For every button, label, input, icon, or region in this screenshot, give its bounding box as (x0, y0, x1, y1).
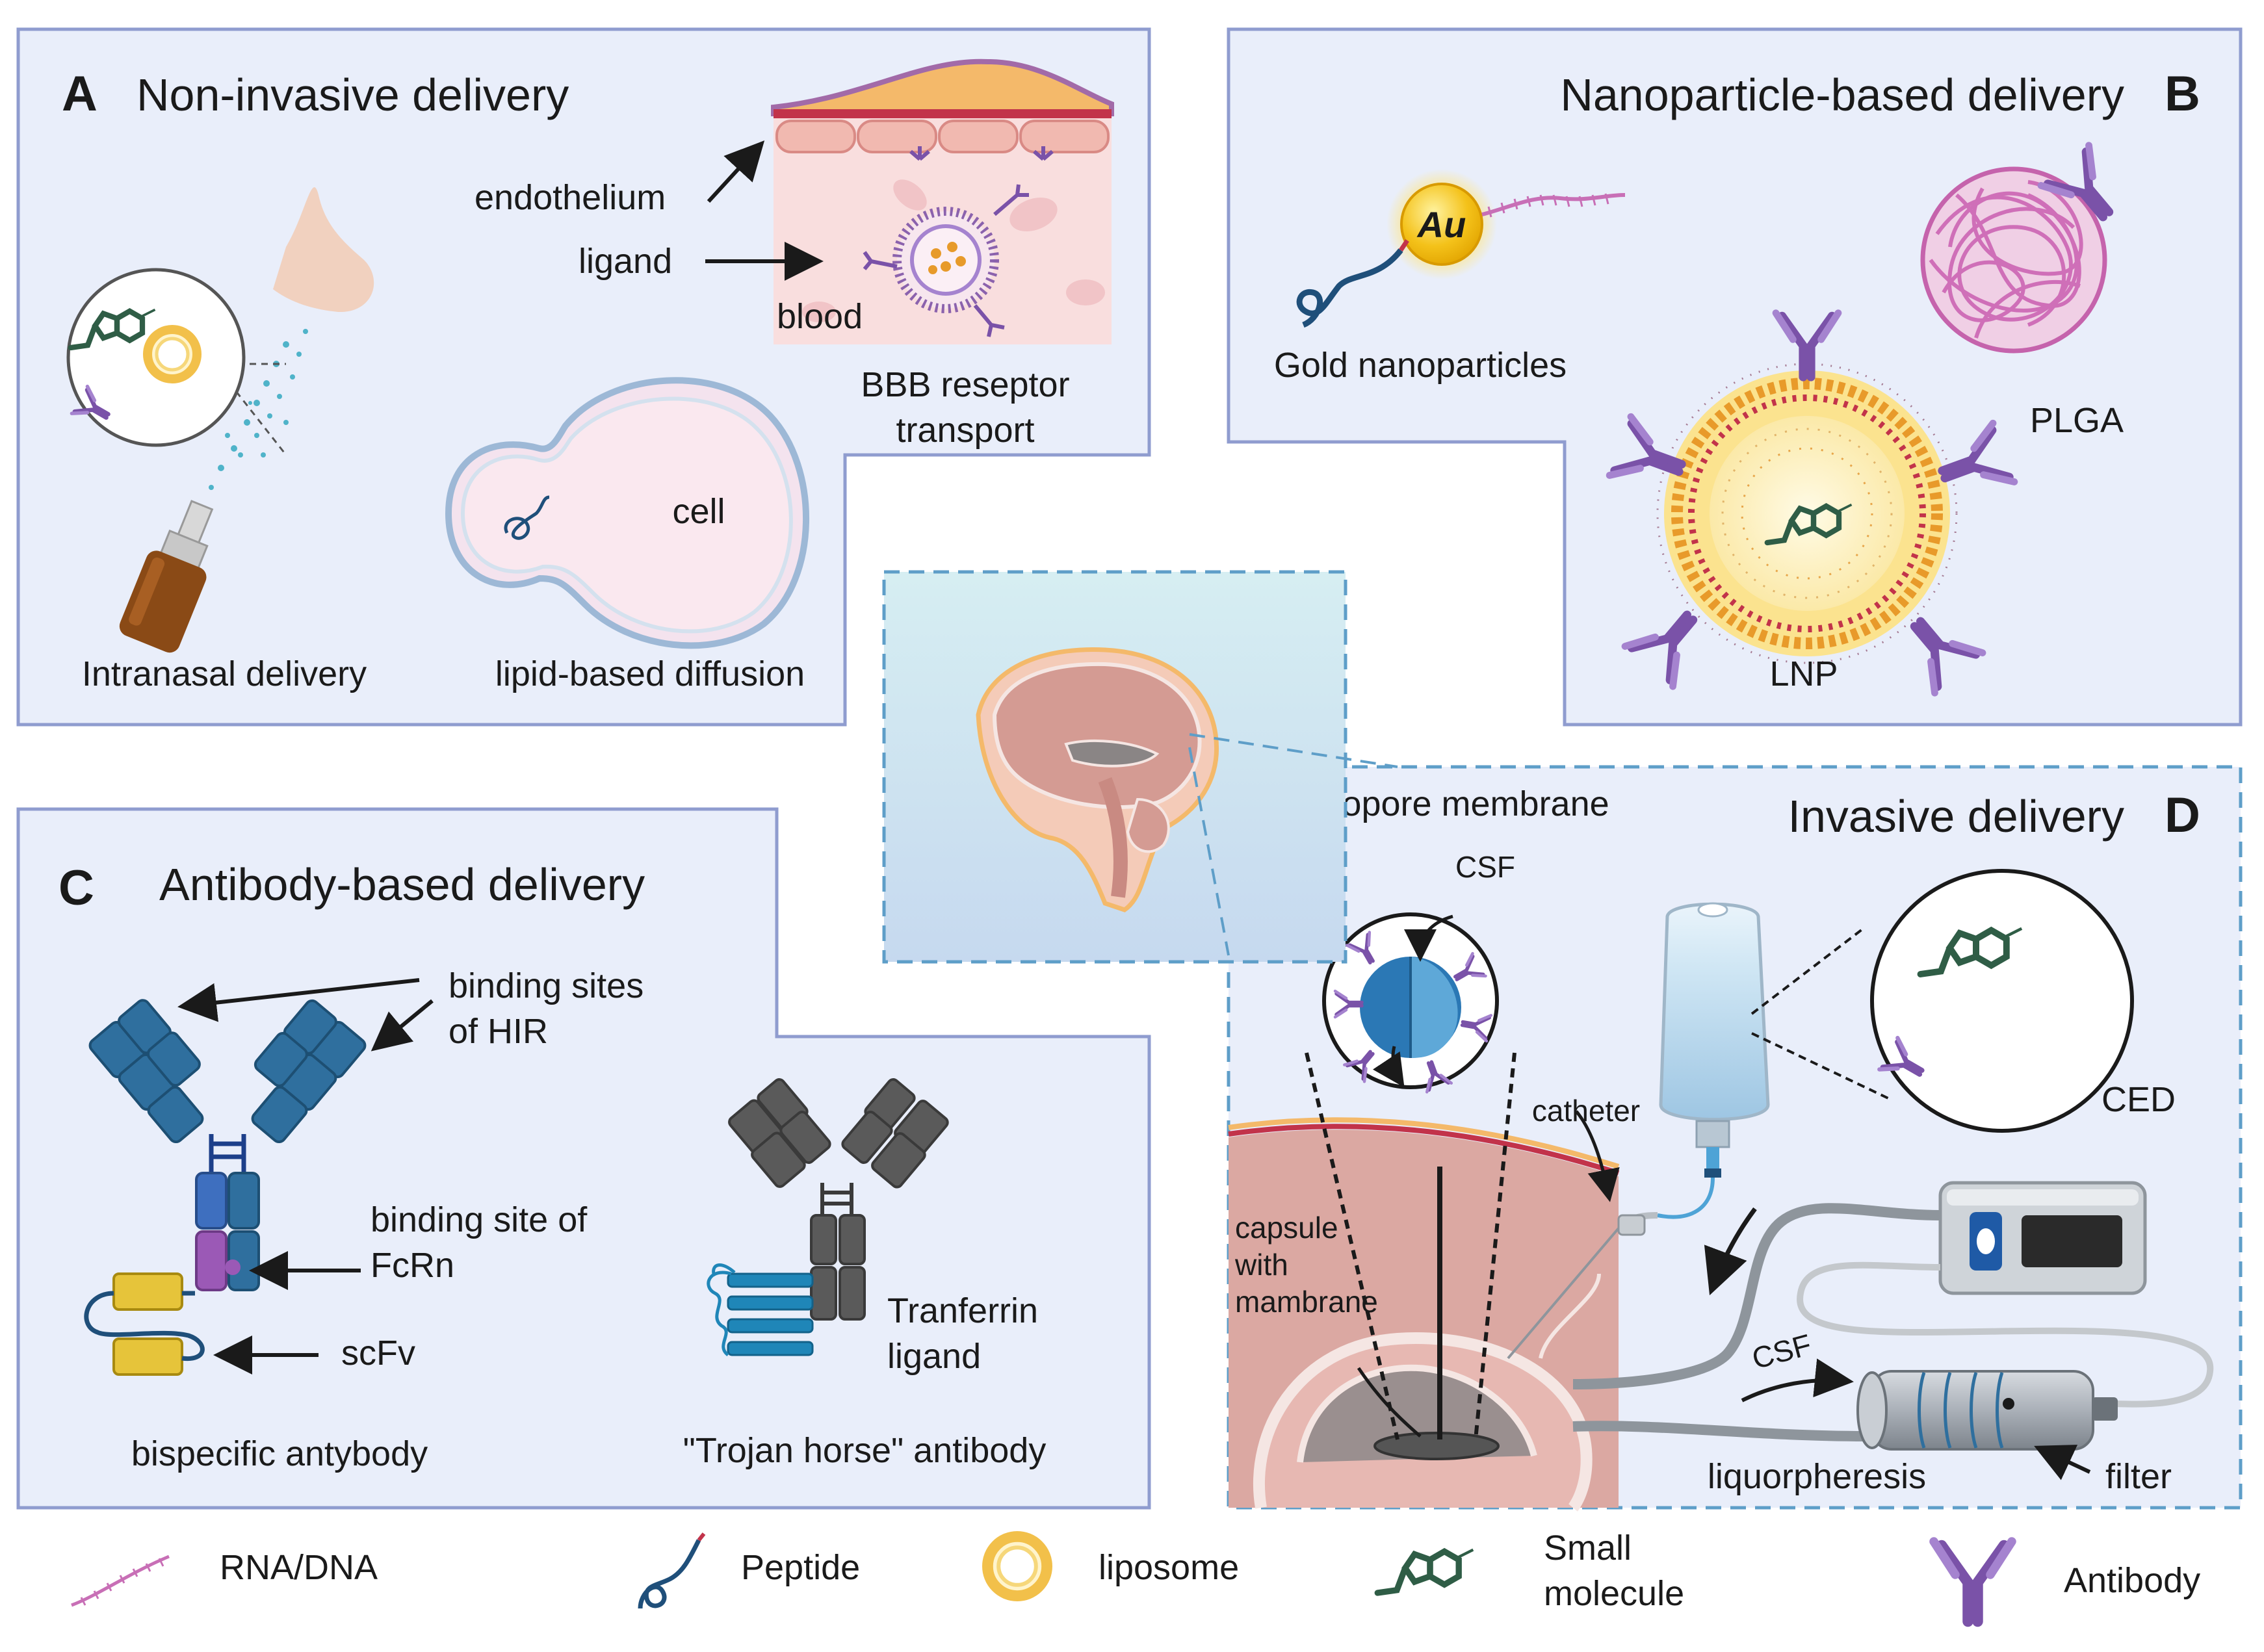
label-hir-line2: of HIR (449, 1012, 548, 1051)
label-liquorpheresis: liquorpheresis (1708, 1457, 1926, 1496)
legend-antibody-icon (1934, 1542, 2012, 1621)
trojan-horse-antibody-illustration (707, 1078, 949, 1356)
panel-d-title: Invasive delivery (1788, 791, 2124, 842)
endothelium-arrow (707, 140, 765, 203)
nanopore-capsule-zoom (1305, 912, 1516, 1440)
bispecific-antibody-illustration (84, 999, 367, 1376)
label-csf-top: CSF (1455, 850, 1515, 884)
plga-illustration (1920, 166, 2107, 354)
label-endothelium: endothelium (475, 178, 666, 217)
label-transferrin-line1: Tranferrin (887, 1291, 1038, 1330)
catheter-arrow (1575, 1110, 1620, 1202)
legend-small-molecule-icon (1377, 1550, 1473, 1593)
label-fcrn-line1: binding site of (371, 1200, 588, 1239)
center-brain-illustration (882, 570, 1398, 964)
legend: RNA/DNA Peptide liposome Small molecule … (71, 1529, 2200, 1621)
lnp-illustration (1656, 363, 1958, 664)
label-catheter: catheter (1532, 1094, 1640, 1128)
label-blood: blood (777, 297, 863, 336)
panel-c: C Antibody-based delivery (16, 807, 1151, 1510)
panel-b-letter: B (2165, 66, 2200, 122)
ced-iv-bag (1507, 902, 1889, 1360)
brain-tissue-section (1228, 1117, 1620, 1512)
legend-peptide-icon (638, 1532, 706, 1609)
ced-zoom-circle (1870, 869, 2134, 1133)
panel-b: Nanoparticle-based delivery B Au Gold na… (1227, 27, 2243, 727)
liquorpheresis-pump (1572, 1181, 2214, 1451)
label-capsule-line2: with (1234, 1248, 1288, 1282)
panel-c-background (16, 807, 1151, 1510)
label-fcrn-line2: FcRn (371, 1246, 454, 1285)
label-trojan-horse-antibody: "Trojan horse" antibody (683, 1431, 1047, 1470)
label-plga: PLGA (2030, 401, 2124, 440)
legend-small-molecule-line2: molecule (1544, 1574, 1684, 1613)
label-filter: filter (2105, 1457, 2172, 1496)
label-hir-line1: binding sites (449, 966, 644, 1005)
label-capsule-line1: capsule (1235, 1211, 1338, 1245)
label-lnp: LNP (1769, 654, 1838, 693)
legend-peptide-label: Peptide (741, 1548, 860, 1587)
label-cell: cell (672, 492, 725, 531)
lipid-diffusion-cell (445, 377, 809, 649)
gold-nanoparticle-illustration: Au (1296, 169, 1626, 328)
panel-b-title: Nanoparticle-based delivery (1560, 70, 2124, 120)
label-ced: CED (2101, 1080, 2176, 1119)
bbb-tissue-illustration (771, 58, 1114, 344)
legend-rna-dna-label: RNA/DNA (220, 1548, 378, 1587)
pump-flow-arrow (1704, 1207, 1757, 1296)
filter-arrow (2034, 1445, 2091, 1480)
legend-small-molecule-line1: Small (1544, 1529, 1632, 1568)
label-capsule-line3: mambrane (1235, 1285, 1378, 1319)
label-transferrin-line2: ligand (887, 1337, 981, 1376)
legend-rna-dna-icon (71, 1555, 170, 1607)
panel-a-title: Non-invasive delivery (137, 70, 569, 120)
gold-au-label: Au (1416, 204, 1466, 245)
label-lipid-based-diffusion: lipid-based diffusion (495, 654, 805, 693)
label-bbb-line1: BBB reseptor (861, 365, 1069, 404)
label-ligand: ligand (579, 242, 672, 281)
panel-a-letter: A (62, 66, 98, 122)
hir-arrow-2 (371, 999, 434, 1052)
panel-d-letter: D (2165, 788, 2200, 843)
panel-c-letter: C (59, 860, 94, 916)
legend-antibody-label: Antibody (2064, 1561, 2200, 1600)
csf-flow-arrow (1741, 1358, 1854, 1402)
label-gold-nanoparticles: Gold nanoparticles (1274, 346, 1567, 385)
legend-liposome-icon (987, 1536, 1047, 1595)
label-intranasal-delivery: Intranasal delivery (82, 654, 367, 693)
panel-c-title: Antibody-based delivery (159, 859, 645, 910)
label-scfv: scFv (341, 1334, 415, 1373)
legend-liposome-label: liposome (1099, 1548, 1239, 1587)
panel-d: Invasive delivery D (1227, 765, 2243, 1512)
panel-a: A Non-invasive delivery (16, 27, 1151, 727)
label-bbb-line2: transport (896, 411, 1034, 450)
label-bispecific-antibody: bispecific antybody (131, 1434, 428, 1473)
hir-arrow-1 (177, 978, 420, 1022)
intranasal-illustration (66, 187, 374, 653)
